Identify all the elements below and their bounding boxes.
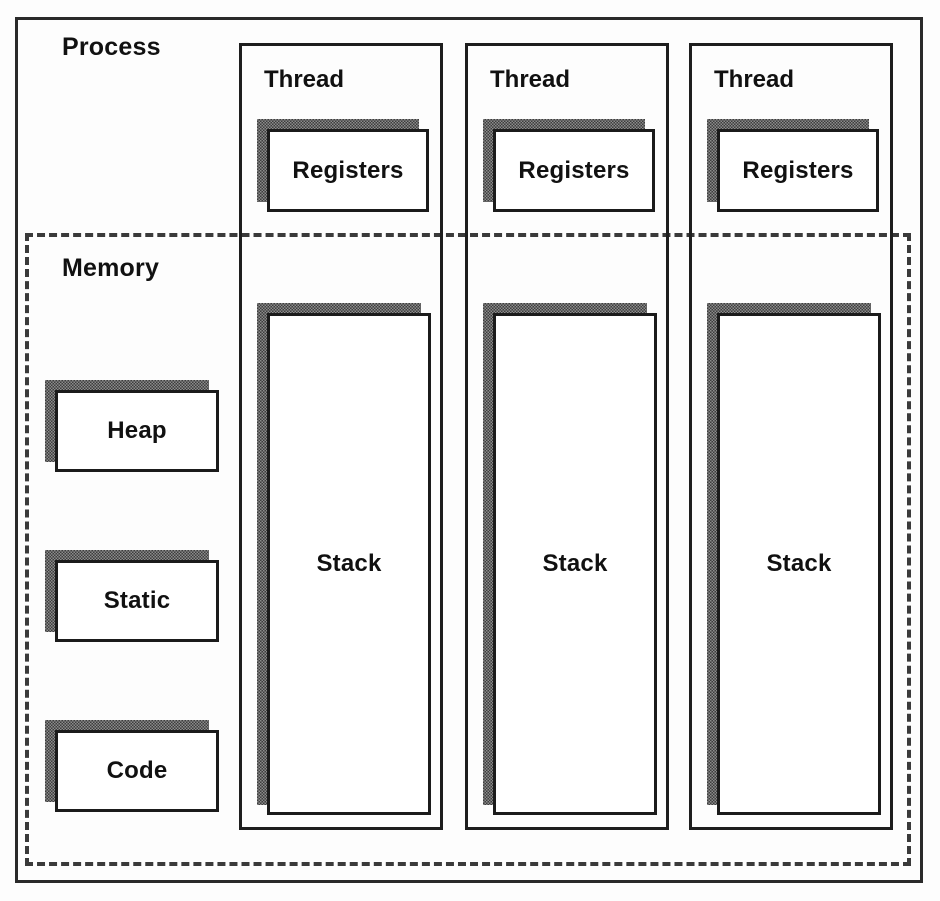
stack-label-3: Stack — [766, 550, 832, 577]
memory-segment-code: Code — [45, 720, 219, 812]
box-face-heap: Heap — [55, 390, 219, 472]
box-face-registers-1: Registers — [267, 129, 429, 212]
thread-label-3: Thread — [714, 66, 795, 93]
memory-segment-heap: Heap — [45, 380, 219, 472]
stack-label-1: Stack — [316, 550, 382, 577]
box-face-registers-2: Registers — [493, 129, 655, 212]
stack-box-2: Stack — [483, 303, 657, 815]
code-label: Code — [106, 757, 168, 784]
registers-label-3: Registers — [742, 156, 854, 184]
registers-box-2: Registers — [483, 119, 655, 212]
memory-label: Memory — [62, 254, 160, 282]
memory-segment-static: Static — [45, 550, 219, 642]
thread-label-2: Thread — [490, 66, 571, 93]
process-label: Process — [62, 33, 161, 61]
box-face-stack-3: Stack — [717, 313, 881, 815]
box-face-stack-1: Stack — [267, 313, 431, 815]
box-face-stack-2: Stack — [493, 313, 657, 815]
thread-column-2: Thread Registers Stack — [465, 43, 669, 830]
thread-label-1: Thread — [264, 66, 345, 93]
stack-label-2: Stack — [542, 550, 608, 577]
thread-column-1: Thread Registers Stack — [239, 43, 443, 830]
stack-box-1: Stack — [257, 303, 431, 815]
thread-column-3: Thread Registers Stack — [689, 43, 893, 830]
stack-box-3: Stack — [707, 303, 881, 815]
heap-label: Heap — [107, 417, 167, 444]
registers-box-3: Registers — [707, 119, 879, 212]
static-label: Static — [103, 587, 171, 614]
registers-label-2: Registers — [518, 156, 630, 184]
registers-box-1: Registers — [257, 119, 429, 212]
box-face-static: Static — [55, 560, 219, 642]
box-face-registers-3: Registers — [717, 129, 879, 212]
box-face-code: Code — [55, 730, 219, 812]
registers-label-1: Registers — [292, 156, 404, 184]
